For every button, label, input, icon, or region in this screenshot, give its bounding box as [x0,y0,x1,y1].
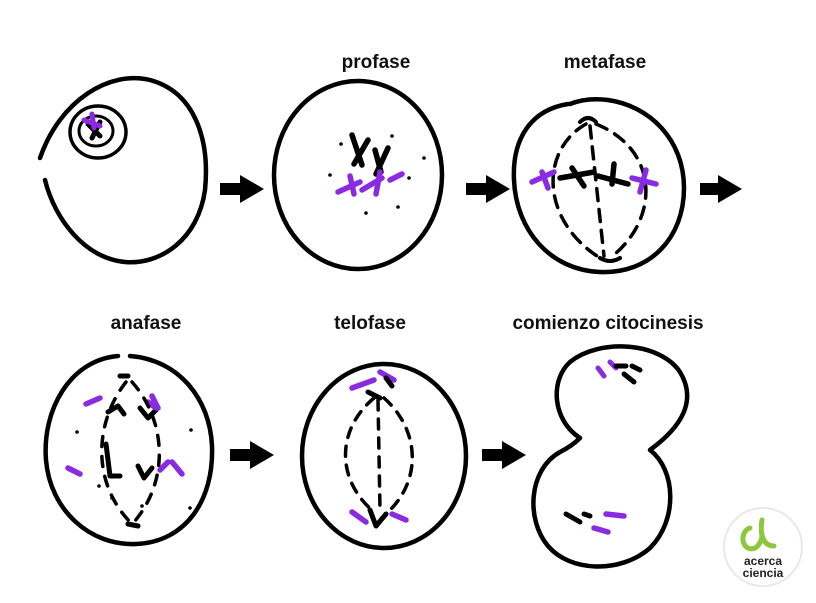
label-anafase: anafase [110,313,182,334]
arrow-4 [230,441,274,469]
metaphase-cell [511,96,687,275]
interphase-cell [37,75,209,265]
arrow-3 [700,175,742,203]
label-comienzo-citocinesis: comienzo citocinesis [512,313,704,334]
arrow-1 [220,175,264,203]
arrows [220,175,742,469]
anaphase-cell [43,353,215,547]
acerca-ciencia-logo: acerca ciencia [722,506,804,588]
arrow-2 [466,175,510,203]
label-telofase: telofase [334,313,406,334]
logo-badge-icon [723,507,803,587]
arrow-5 [482,441,526,469]
logo-line-1: acerca [743,554,783,568]
logo-line-2: ciencia [742,566,784,580]
telophase-cell [299,361,469,551]
label-profase: profase [341,52,411,73]
prophase-cell [271,78,445,272]
label-metafase: metafase [563,52,647,73]
cytokinesis-cell [531,344,690,569]
